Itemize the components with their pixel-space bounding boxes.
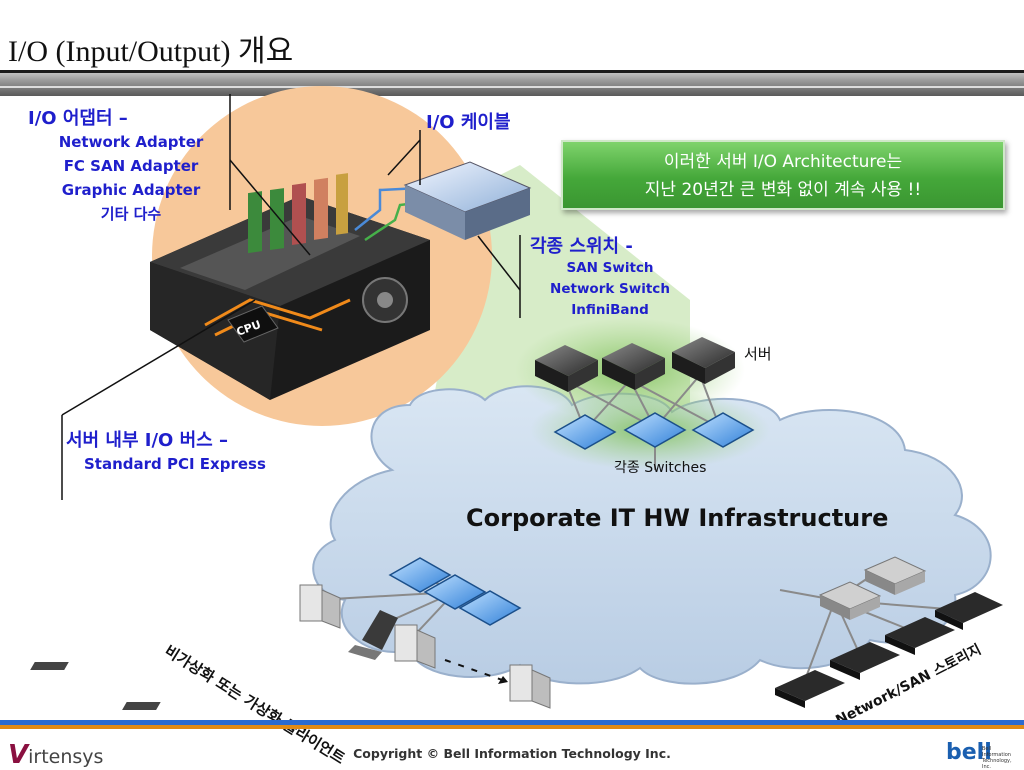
bell-logo-subtext: Bell Information Technology, Inc. [982, 746, 1012, 770]
io-adapter-heading: I/O 어댑터 – [28, 108, 128, 129]
server-boxes [535, 337, 735, 392]
io-bus-heading: 서버 내부 I/O 버스 – [66, 430, 228, 451]
bell-logo: bell [946, 740, 992, 765]
adapter-item: Network Adapter [58, 133, 204, 151]
switch-item: SAN Switch [566, 260, 654, 276]
switch-heading: 각종 스위치 - [530, 236, 633, 257]
switches-label: 각종 Switches [614, 460, 707, 476]
title-underline-dark [0, 70, 1024, 73]
copyright: Copyright © Bell Information Technology … [353, 746, 671, 761]
page-title: I/O (Input/Output) 개요 [8, 35, 294, 68]
leader-lines [61, 94, 521, 500]
switch-item: Network Switch [550, 281, 670, 297]
switch-list: SAN Switch Network Switch InfiniBand [530, 258, 690, 321]
switch-appliance-illustration [403, 161, 532, 240]
server-group-glow [515, 318, 770, 470]
io-bus-sub: Standard PCI Express [84, 455, 266, 473]
title-underline-light [0, 86, 1024, 88]
adapter-item: Graphic Adapter [61, 181, 201, 199]
footer-bar-blue [0, 720, 1024, 725]
switch-item: InfiniBand [571, 302, 649, 318]
server-chassis-illustration: CPU [150, 173, 430, 400]
cloud-title: Corporate IT HW Infrastructure [466, 504, 889, 532]
io-cable-label: I/O 케이블 [426, 112, 511, 133]
footer-bar-orange [0, 725, 1024, 729]
title-underline [0, 70, 1024, 96]
callout-line-2: 지난 20년간 큰 변화 없이 계속 사용 !! [644, 180, 922, 200]
storage-devices [775, 556, 1003, 708]
architecture-callout: 이러한 서버 I/O Architecture는 지난 20년간 큰 변화 없이… [561, 140, 1005, 210]
switch-tiles [388, 412, 755, 626]
callout-line-1: 이러한 서버 I/O Architecture는 [663, 152, 903, 172]
io-adapter-list: Network Adapter FC SAN Adapter Graphic A… [36, 130, 226, 226]
virtensys-logo: Virtensys [8, 740, 103, 770]
virtensys-logo-text: irtensys [28, 746, 104, 768]
client-computers [30, 584, 551, 710]
adapter-item: FC SAN Adapter [63, 157, 199, 175]
server-label: 서버 [744, 345, 772, 363]
virtensys-logo-v: V [8, 740, 29, 770]
adapter-item: 기타 다수 [100, 205, 162, 223]
